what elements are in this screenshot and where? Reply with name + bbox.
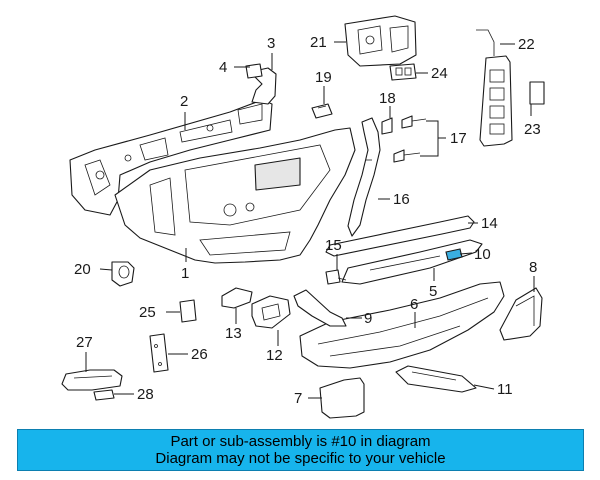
part-6-door-panel — [299, 281, 505, 369]
part-26-plate — [149, 333, 169, 373]
callout-21: 21 — [310, 34, 327, 51]
part-22-window-switch — [476, 29, 513, 147]
part-24-switch — [389, 63, 417, 81]
banner-part-notice: Part or sub-assembly is #10 in diagram — [170, 433, 431, 450]
callout-8: 8 — [529, 259, 537, 276]
part-14-upper-trim — [325, 215, 475, 257]
callout-15: 15 — [325, 237, 342, 254]
callout-12: 12 — [266, 347, 283, 364]
callout-16: 16 — [393, 191, 410, 208]
callout-24: 24 — [431, 65, 448, 82]
callout-19: 19 — [315, 69, 332, 86]
callout-4: 4 — [219, 59, 227, 76]
part-18-bolt — [381, 117, 393, 135]
parts-diagram: 1 2 3 4 5 6 7 8 9 10 11 12 13 14 15 16 1… — [61, 15, 545, 419]
callout-11: 11 — [497, 381, 513, 398]
callout-18: 18 — [379, 90, 396, 107]
part-16-trim-strip — [347, 117, 381, 237]
part-12-bracket — [251, 295, 291, 329]
callout-27: 27 — [76, 334, 93, 351]
callout-2: 2 — [180, 93, 188, 110]
callout-3: 3 — [267, 35, 275, 52]
leader-lines — [85, 41, 535, 399]
callout-14: 14 — [481, 215, 498, 232]
callout-28: 28 — [137, 386, 154, 403]
info-banner: Part or sub-assembly is #10 in diagram D… — [17, 429, 584, 471]
part-21-lock-actuator — [344, 15, 417, 67]
callout-10: 10 — [474, 246, 491, 263]
parts-diagram-svg: 1 2 3 4 5 6 7 8 9 10 11 12 13 14 15 16 1… — [61, 15, 545, 419]
callout-25: 25 — [139, 304, 156, 321]
part-23-cover — [529, 81, 545, 105]
part-5-armrest-trim — [341, 239, 483, 285]
part-9-pull-handle — [293, 289, 347, 327]
part-8-speaker-grille — [499, 287, 543, 341]
callout-22: 22 — [518, 36, 535, 53]
callout-5: 5 — [429, 283, 437, 300]
callout-13: 13 — [225, 325, 242, 342]
callout-9: 9 — [364, 310, 372, 327]
part-11-trim-badge — [395, 365, 477, 393]
callout-26: 26 — [191, 346, 208, 363]
banner-disclaimer: Diagram may not be specific to your vehi… — [155, 450, 446, 467]
part-4-handle-bracket — [245, 63, 263, 79]
part-1-door-shell — [114, 127, 356, 264]
part-27-outer-handle — [61, 369, 123, 391]
part-19-clip — [311, 103, 333, 119]
part-15-fastener — [325, 269, 347, 285]
part-17-screws — [393, 115, 427, 163]
part-25-clip — [179, 299, 197, 323]
callout-17: 17 — [450, 130, 467, 147]
part-28-lock-cylinder — [93, 389, 115, 401]
part-13-small-bracket — [221, 287, 253, 309]
callout-20: 20 — [74, 261, 91, 278]
callout-7: 7 — [294, 390, 302, 407]
part-7-pocket-cover — [319, 377, 365, 419]
part-10-switch-bezel-highlighted — [445, 248, 463, 261]
callout-labels: 1 2 3 4 5 6 7 8 9 10 11 12 13 14 15 16 1… — [74, 34, 541, 407]
callout-6: 6 — [410, 296, 418, 313]
callout-23: 23 — [524, 121, 541, 138]
part-2-door-inner-frame — [69, 99, 273, 216]
part-20-plug — [111, 261, 135, 287]
callout-1: 1 — [181, 265, 189, 282]
